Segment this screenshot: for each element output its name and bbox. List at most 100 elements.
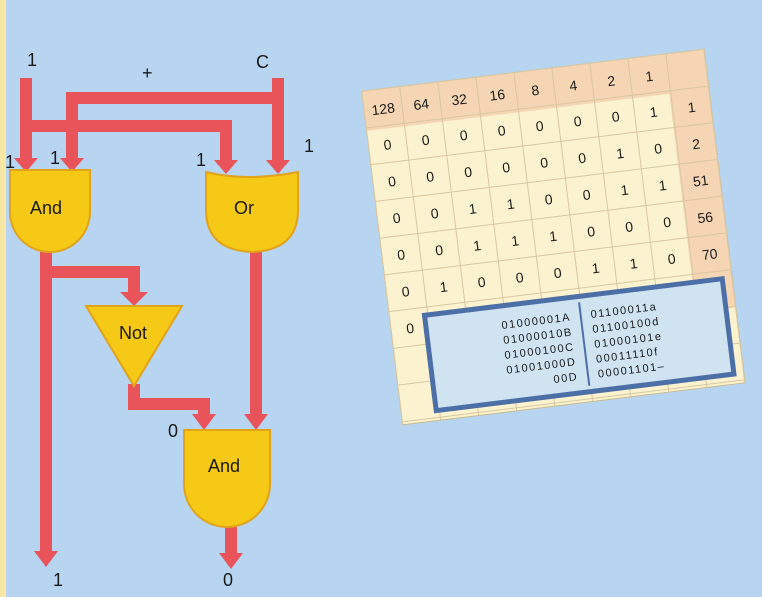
bit-cell: 1: [658, 177, 668, 194]
bit-cell: 1: [629, 255, 639, 272]
bit-cell: 0: [515, 269, 525, 286]
bit-cell: 0: [539, 154, 549, 171]
input-a-label: 1: [27, 50, 37, 70]
bit-cell: 0: [497, 122, 507, 139]
and2-input-label: 0: [168, 421, 178, 441]
bit-cell: 1: [591, 260, 601, 277]
bit-header: 32: [450, 91, 468, 109]
bit-cell: 0: [667, 250, 677, 267]
bit-cell: 0: [586, 223, 596, 240]
plus-sign: +: [142, 63, 153, 83]
grid-col-line: [361, 91, 404, 425]
bit-header: 2: [606, 72, 616, 89]
arrow-and1-left: [14, 158, 38, 172]
wire-and1-to-not: [52, 266, 140, 278]
and2-gate-label: And: [208, 456, 240, 476]
grid-row-line: [361, 48, 705, 92]
codes-box: [421, 275, 737, 414]
wire-a-to-or: [220, 120, 232, 162]
decimal-value: 1: [687, 99, 697, 116]
arrow-or-left: [214, 160, 238, 174]
grid-row-line: [379, 195, 723, 239]
bit-header: 16: [489, 86, 507, 104]
bit-cell: 0: [421, 131, 431, 148]
grid-row-line: [375, 158, 718, 202]
bit-cell: 0: [401, 283, 411, 300]
bit-cell: 1: [506, 196, 516, 213]
bit-header: 8: [530, 82, 540, 99]
decimal-value: 51: [692, 172, 710, 190]
arrow-or-right: [266, 160, 290, 174]
bit-cell: 0: [396, 246, 406, 263]
grid-row-line: [366, 85, 709, 129]
output-left-label: 1: [53, 570, 63, 590]
input-c-label: C: [256, 52, 269, 72]
arrow-and2-right: [244, 414, 268, 430]
or-gate-label: Or: [234, 198, 254, 218]
bit-cell: 1: [472, 237, 482, 254]
bit-cell: 0: [430, 205, 440, 222]
left-border-strip: [0, 0, 6, 597]
and1-input-right-label: 1: [50, 148, 60, 168]
grid-col-line: [703, 49, 746, 383]
arrow-output-right: [219, 553, 243, 569]
or-input-left-label: 1: [196, 150, 206, 170]
and1-input-left-label: 1: [5, 152, 15, 172]
bit-cell: 1: [468, 200, 478, 217]
arrow-and2-left: [192, 414, 216, 430]
decimal-value: 70: [701, 245, 719, 263]
wire-c-branch: [66, 92, 284, 104]
bit-cell: 1: [439, 278, 449, 295]
wire-to-not-down: [128, 266, 140, 294]
bit-cell: 0: [383, 136, 393, 153]
bit-cell: 0: [624, 218, 634, 235]
wire-not-to-and2: [128, 398, 210, 410]
bit-header: 64: [412, 95, 430, 113]
bit-cell: 0: [535, 117, 545, 134]
bit-cell: 1: [548, 228, 558, 245]
and-gate-2: [183, 429, 271, 528]
bit-cell: 0: [553, 264, 563, 281]
wire-or-out: [250, 244, 262, 416]
wire-input-a: [20, 78, 32, 160]
not-gate: [84, 305, 184, 388]
bit-cell: 0: [662, 214, 672, 231]
bit-header: 128: [371, 99, 396, 118]
bit-cell: 0: [463, 163, 473, 180]
or-gate: [205, 170, 299, 254]
grid-row-line: [388, 269, 732, 313]
bit-cell: 0: [611, 108, 621, 125]
arrow-and1-right: [60, 158, 84, 172]
bit-cell: 0: [544, 191, 554, 208]
grid-row-line: [384, 232, 727, 276]
ascii-code-upper: 00D: [553, 371, 579, 386]
wire-not-to-and2-down: [198, 398, 210, 416]
or-input-right-label: 1: [304, 136, 314, 156]
grid-row-line: [370, 122, 714, 166]
bit-cell: 0: [425, 168, 435, 185]
grid-row-line: [402, 379, 745, 423]
decimal-value: 56: [697, 208, 715, 226]
bit-cell: 0: [405, 320, 415, 337]
bit-cell: 0: [573, 113, 583, 130]
bit-cell: 1: [620, 182, 630, 199]
bit-header: 4: [568, 77, 578, 94]
and-gate-1: [9, 169, 91, 253]
bit-cell: 1: [649, 103, 659, 120]
output-right-label: 0: [223, 570, 233, 590]
bit-cell: 0: [392, 210, 402, 227]
bit-cell: 0: [582, 186, 592, 203]
bit-cell: 1: [510, 232, 520, 249]
wire-and1-out: [40, 248, 52, 553]
bit-cell: 0: [459, 127, 469, 144]
bit-cell: 0: [477, 274, 487, 291]
card-header-band: [361, 49, 710, 132]
and1-gate-label: And: [30, 198, 62, 218]
codes-divider: [578, 302, 591, 386]
bit-cell: 0: [434, 242, 444, 259]
wire-and2-out: [225, 525, 237, 555]
bit-header: 1: [644, 68, 654, 85]
wire-c-to-and: [66, 92, 78, 160]
